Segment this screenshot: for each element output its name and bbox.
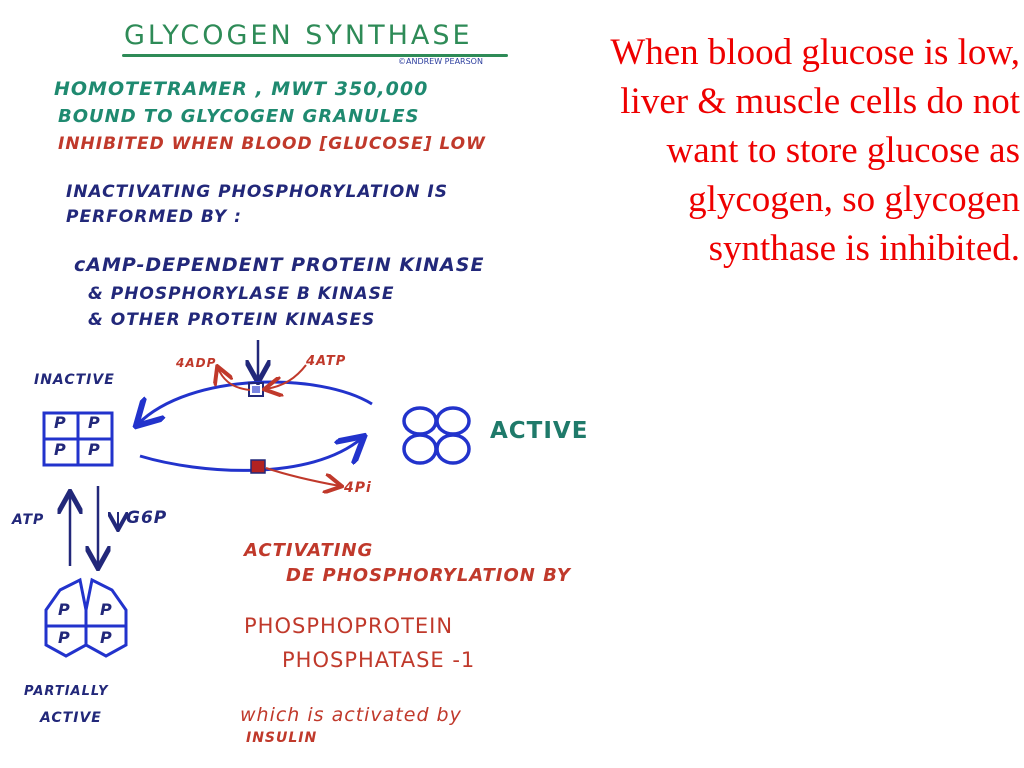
inactivation-heading-line2: PERFORMED BY : <box>66 207 242 227</box>
insulin-note-line2: INSULIN <box>246 730 318 746</box>
atp-input-arrow <box>266 364 307 389</box>
inactive-label: INACTIVE <box>34 372 115 388</box>
g6p-side-label: G6P <box>126 508 168 528</box>
pi-label: 4Pi <box>344 480 372 496</box>
fact-bound-granules: BOUND TO GLYCOGEN GRANULES <box>58 106 420 127</box>
fact-homotetramer: HOMOTETRAMER , MWT 350,000 <box>54 78 429 100</box>
partially-active-tetramer <box>44 577 128 658</box>
insulin-note-line1: which is activated by <box>240 704 462 726</box>
adp-label: 4ADP <box>176 356 217 370</box>
partially-active-label-line1: PARTIALLY <box>24 684 109 699</box>
phosphate-mark: P <box>54 413 67 432</box>
explanation-text: When blood glucose is low, liver & muscl… <box>610 32 1020 269</box>
pi-release-arrow <box>265 467 340 486</box>
phosphate-mark: P <box>58 628 71 647</box>
phosphate-mark: P <box>88 413 101 432</box>
atp-side-label: ATP <box>12 512 45 528</box>
fact-inhibited-low-glucose: INHIBITED WHEN BLOOD [GLUCOSE] LOW <box>58 134 486 154</box>
activation-heading-line1: ACTIVATING <box>244 540 374 561</box>
phosphate-mark: P <box>58 600 71 619</box>
phosphate-mark: P <box>88 440 101 459</box>
inactive-tetramer <box>42 411 114 467</box>
phosphate-mark: P <box>100 628 113 647</box>
active-tetramer <box>402 406 471 465</box>
atp-label: 4ATP <box>306 354 347 369</box>
adp-release-arrow <box>218 368 251 391</box>
phosphate-mark: P <box>54 440 67 459</box>
phosphatase-name-line2: PHOSPHATASE -1 <box>282 648 476 672</box>
phosphatase-name-line1: PHOSPHOPROTEIN <box>244 614 454 638</box>
inactivation-heading-line1: INACTIVATING PHOSPHORYLATION IS <box>66 182 448 202</box>
kinase-other: & OTHER PROTEIN KINASES <box>88 310 376 330</box>
kinase-phosphorylase-b: & PHOSPHORYLASE B KINASE <box>88 284 395 304</box>
dephosphorylation-marker <box>250 459 266 474</box>
title-underline <box>122 54 508 57</box>
diagram-title: GLYCOGEN SYNTHASE <box>124 20 473 51</box>
kinase-camp-dependent: cAMP-DEPENDENT PROTEIN KINASE <box>74 254 485 276</box>
activation-heading-line2: DE PHOSPHORYLATION BY <box>286 565 571 586</box>
partially-active-label-line2: ACTIVE <box>40 710 102 726</box>
phosphorylation-cycle-diagram <box>42 340 471 658</box>
phosphate-mark: P <box>100 600 113 619</box>
active-label: ACTIVE <box>490 418 589 444</box>
author-credit: ©ANDREW PEARSON <box>398 57 483 66</box>
